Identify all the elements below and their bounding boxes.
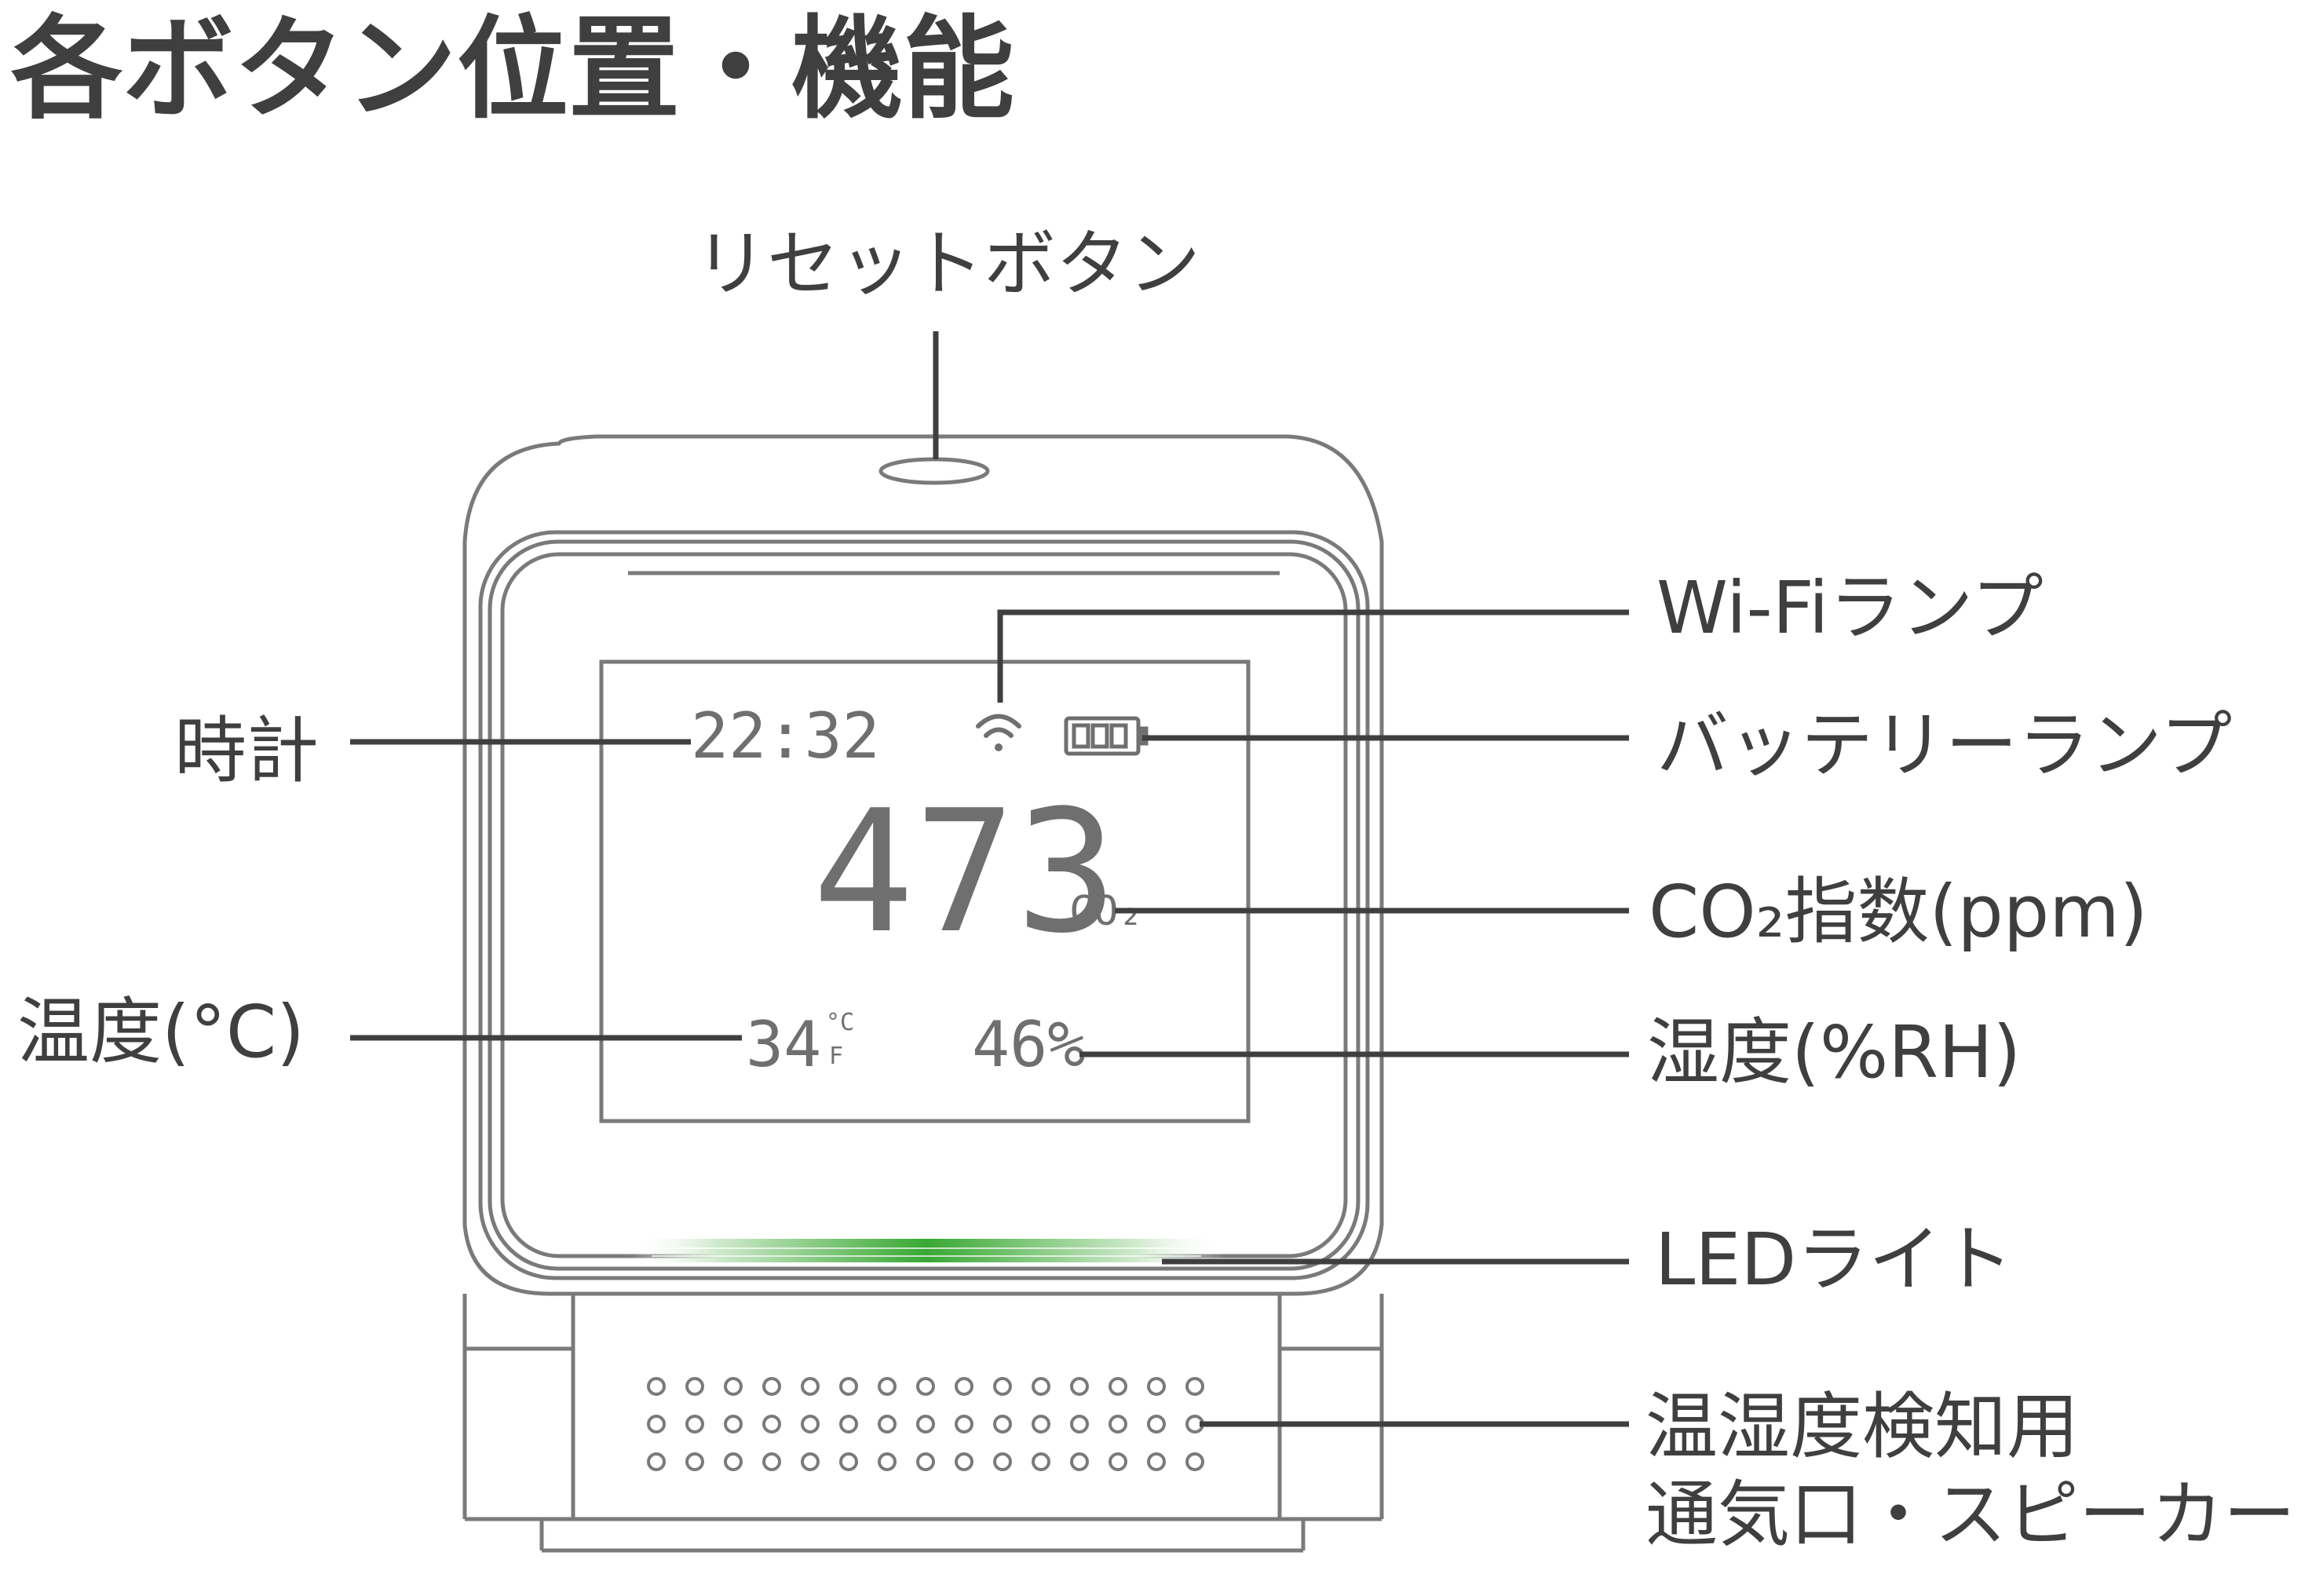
- led-strip: [628, 1239, 1225, 1262]
- label-vent-line1: 温湿度検知用: [1645, 1385, 2080, 1469]
- vent-hole: [955, 1452, 973, 1471]
- label-vent-line2: 通気口・スピーカー: [1645, 1473, 2296, 1557]
- lcd-temperature-unit: °C: [826, 1009, 854, 1036]
- vent-hole: [1032, 1452, 1050, 1471]
- label-clock: 時計: [174, 709, 320, 793]
- vent-hole: [801, 1377, 820, 1396]
- vent-hole: [878, 1452, 897, 1471]
- vent-hole: [878, 1415, 897, 1433]
- lcd-humidity-value: 46%: [972, 1008, 1086, 1081]
- label-temperature: 温度(°C): [17, 990, 305, 1074]
- vent-hole: [993, 1377, 1012, 1396]
- vent-hole: [724, 1377, 743, 1396]
- vent-hole: [1109, 1377, 1127, 1396]
- battery-icon: [1064, 716, 1149, 756]
- vent-hole: [878, 1377, 897, 1396]
- vent-hole: [839, 1415, 858, 1433]
- vent-grille: [647, 1377, 1204, 1471]
- label-wifi-lamp: Wi-Fiランプ: [1656, 566, 2044, 650]
- vent-hole: [1070, 1377, 1089, 1396]
- vent-hole: [685, 1377, 704, 1396]
- vent-hole: [1147, 1452, 1166, 1471]
- vent-hole: [724, 1415, 743, 1433]
- vent-hole: [993, 1415, 1012, 1433]
- vent-hole: [685, 1415, 704, 1433]
- label-co2-index: CO₂指数(ppm): [1649, 870, 2148, 954]
- leader-lines: [350, 331, 1629, 1427]
- vent-hole: [1109, 1415, 1127, 1433]
- vent-hole: [762, 1377, 781, 1396]
- wifi-icon: [976, 714, 1021, 751]
- label-humidity: 湿度(%RH): [1647, 1010, 2022, 1094]
- vent-hole: [801, 1452, 820, 1471]
- vent-hole: [955, 1415, 973, 1433]
- label-reset-button: リセットボタン: [695, 222, 1201, 306]
- vent-hole: [916, 1415, 935, 1433]
- lcd-temperature-sub: F: [829, 1043, 843, 1070]
- lcd-screen: [599, 659, 1251, 1123]
- led-strip-highlights: [652, 1247, 1201, 1257]
- vent-hole: [916, 1377, 935, 1396]
- vent-hole: [993, 1452, 1012, 1471]
- vent-hole: [1070, 1415, 1089, 1433]
- leader-wifi-lamp: [997, 609, 1629, 703]
- page-title: 各ボタン位置・機能: [11, 5, 1014, 134]
- lcd-temperature-value: 34: [746, 1008, 821, 1081]
- vent-hole: [762, 1452, 781, 1471]
- vent-hole: [1032, 1415, 1050, 1433]
- vent-hole: [647, 1415, 666, 1433]
- lcd-co2-value: 473: [813, 773, 1117, 970]
- vent-hole: [955, 1377, 973, 1396]
- vent-hole: [1032, 1377, 1050, 1396]
- vent-hole: [1185, 1452, 1204, 1471]
- vent-hole: [1147, 1415, 1166, 1433]
- vent-hole: [1109, 1452, 1127, 1471]
- vent-hole: [685, 1452, 704, 1471]
- label-battery-lamp: バッテリーランプ: [1656, 703, 2233, 787]
- label-led-light: LEDライト: [1655, 1218, 2014, 1302]
- lcd-time: 22:32: [691, 699, 880, 772]
- vent-hole: [647, 1452, 666, 1471]
- label-vent-speaker: 温湿度検知用 通気口・スピーカー: [1645, 1383, 2296, 1559]
- vent-hole: [839, 1377, 858, 1396]
- device-body: [462, 434, 1384, 1553]
- vent-hole: [1185, 1377, 1204, 1396]
- vent-hole: [1147, 1377, 1166, 1396]
- vent-hole: [647, 1377, 666, 1396]
- vent-hole: [762, 1415, 781, 1433]
- vent-hole: [724, 1452, 743, 1471]
- vent-hole: [916, 1452, 935, 1471]
- vent-hole: [1070, 1452, 1089, 1471]
- vent-hole: [839, 1452, 858, 1471]
- vent-hole: [801, 1415, 820, 1433]
